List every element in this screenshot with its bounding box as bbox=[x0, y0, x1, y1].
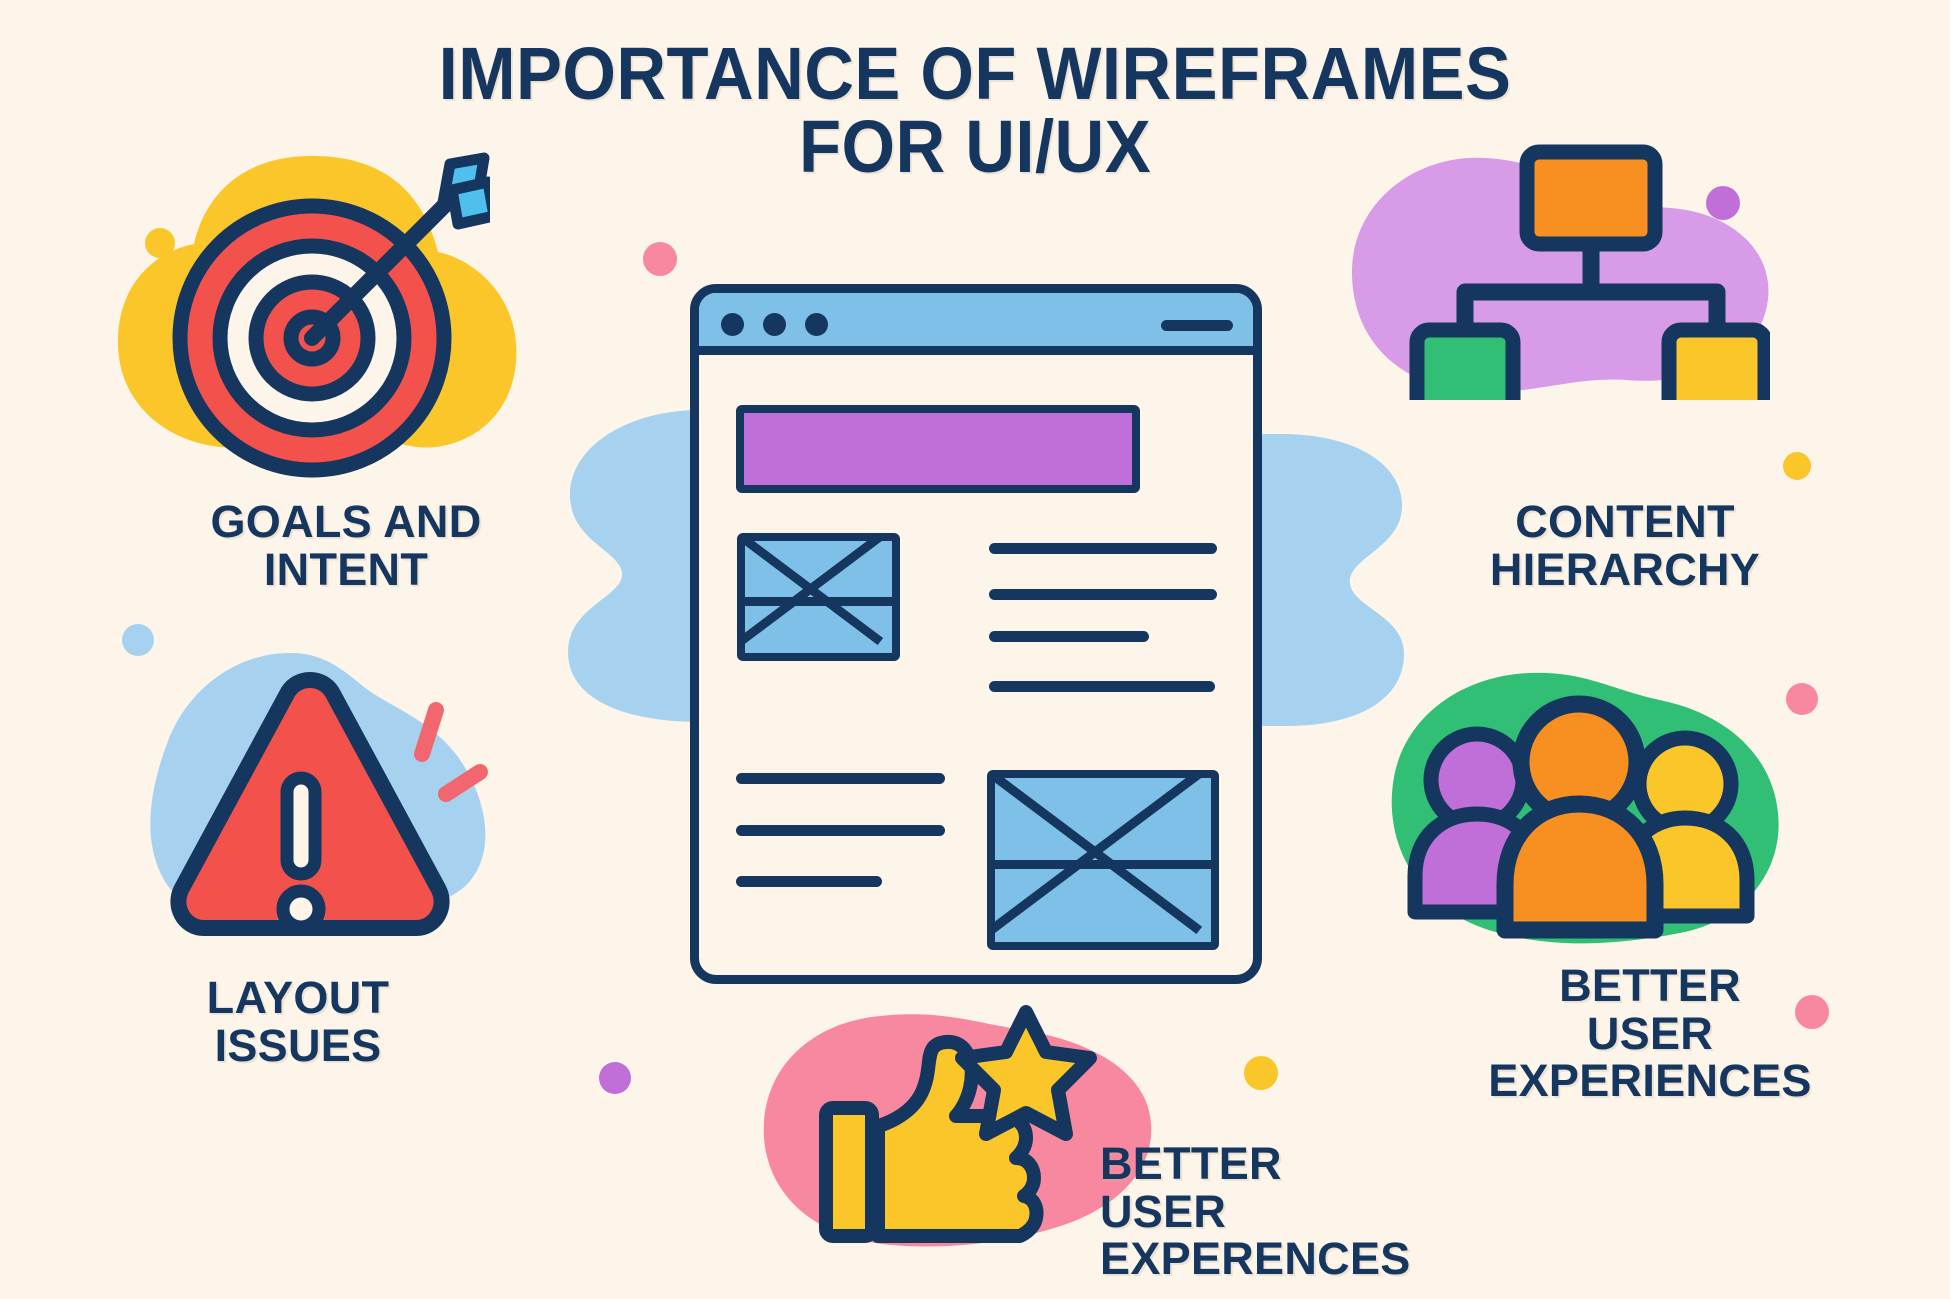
page-title-line-2: FOR UI/UX bbox=[798, 104, 1152, 188]
text-line-r1 bbox=[989, 543, 1217, 554]
text-line-r2 bbox=[989, 589, 1217, 600]
text-line-l1 bbox=[736, 773, 945, 784]
decorative-dot bbox=[1244, 1056, 1278, 1090]
label-better-user-experiences: BETTER USER EXPERIENCES bbox=[1488, 960, 1812, 1107]
wireframe-browser-mockup bbox=[690, 284, 1262, 984]
user-center bbox=[1496, 695, 1664, 939]
browser-title-bar bbox=[699, 293, 1253, 355]
thumbs-up-icon bbox=[819, 1005, 1097, 1243]
decorative-dot bbox=[122, 624, 154, 656]
window-dot-1 bbox=[721, 313, 744, 336]
decorative-dot bbox=[643, 242, 677, 276]
minimize-bar-icon bbox=[1161, 320, 1233, 331]
label-content-hierarchy: CONTENT HIERARCHY bbox=[1489, 496, 1761, 595]
label-layout-issues: LAYOUT ISSUES bbox=[206, 972, 390, 1071]
cloud-blob-right bbox=[1260, 434, 1404, 726]
hero-banner-block bbox=[736, 405, 1140, 493]
text-line-l2 bbox=[736, 825, 945, 836]
text-line-l3 bbox=[736, 876, 882, 887]
decorative-dot bbox=[599, 1062, 631, 1094]
warning-triangle-icon bbox=[170, 672, 488, 936]
users-group-icon bbox=[1407, 695, 1755, 939]
decorative-dot bbox=[1795, 995, 1829, 1029]
page-title-line-1: IMPORTANCE OF WIREFRAMES bbox=[438, 32, 1512, 115]
page-title: IMPORTANCE OF WIREFRAMES FOR UI/UX bbox=[68, 32, 1882, 188]
image-placeholder-bottom-right bbox=[987, 770, 1219, 950]
decorative-dot bbox=[1783, 452, 1811, 480]
window-dot-2 bbox=[763, 313, 786, 336]
label-better-user-experences: BETTER USER EXPERENCES bbox=[1100, 1138, 1411, 1285]
hierarchy-tree-icon bbox=[1409, 144, 1770, 400]
target-icon bbox=[172, 152, 490, 478]
image-placeholder-top-left bbox=[737, 533, 900, 661]
cloud-blob-left bbox=[568, 410, 720, 722]
decorative-dot bbox=[1786, 683, 1818, 715]
decorative-dot bbox=[1706, 186, 1740, 220]
label-goals-and-intent: GOALS AND INTENT bbox=[210, 496, 482, 595]
window-dot-3 bbox=[805, 313, 828, 336]
text-line-r4 bbox=[989, 681, 1215, 692]
text-line-r3 bbox=[989, 631, 1149, 642]
